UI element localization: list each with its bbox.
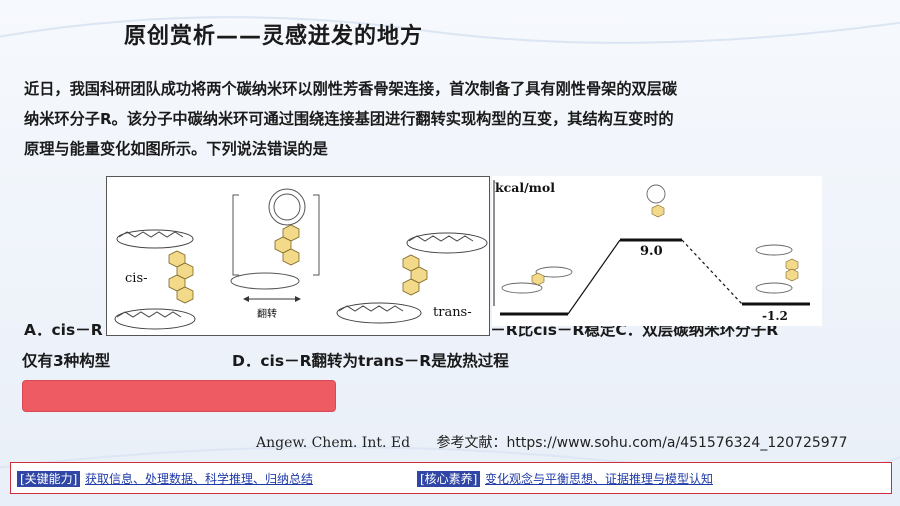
page-title: 原创赏析——灵感迸发的地方 <box>124 24 424 49</box>
core-literacy-tag: [核心素养] <box>417 471 481 487</box>
energy-unit: kcal/mol <box>495 180 555 195</box>
journal-name: Angew. Chem. Int. Ed <box>256 435 411 451</box>
flip-label: 翻转 <box>257 309 277 320</box>
structure-figure: cis- 翻转 trans- <box>106 176 490 336</box>
key-ability-text[interactable]: 获取信息、处理数据、科学推理、归纳总结 <box>85 472 314 486</box>
option-c-continued: 仅有3种构型 <box>22 352 111 370</box>
option-a: A．cis－R <box>24 321 103 339</box>
answer-reveal-box[interactable] <box>22 380 336 412</box>
product-energy-value: -1.2 <box>762 309 788 323</box>
option-d: D．cis－R翻转为trans－R是放热过程 <box>232 352 509 370</box>
key-ability-tag: [关键能力] <box>17 471 81 487</box>
competency-footer: [关键能力] 获取信息、处理数据、科学推理、归纳总结 [核心素养] 变化观念与平… <box>10 462 892 494</box>
trans-label: trans- <box>433 305 472 320</box>
question-line: 纳米环分子R。该分子中碳纳米环可通过围绕连接基团进行翻转实现构型的互变，其结构互… <box>24 110 674 128</box>
ts-energy-value: 9.0 <box>640 244 663 259</box>
up-path <box>567 239 621 315</box>
reference-source: 参考文献：https://www.sohu.com/a/451576324_12… <box>436 435 848 451</box>
cis-label: cis- <box>125 271 148 286</box>
energy-profile <box>493 180 810 316</box>
molecule-structures <box>114 188 488 330</box>
question-stem: 近日，我国科研团队成功将两个碳纳米环以刚性芳香骨架连接，首次制备了具有刚性骨架的… <box>24 74 854 164</box>
core-literacy-text[interactable]: 变化观念与平衡思想、证据推理与模型认知 <box>485 472 714 486</box>
energy-diagram: kcal/mol 9.0 -1.2 <box>492 176 822 326</box>
down-path <box>681 239 743 305</box>
question-line: 近日，我国科研团队成功将两个碳纳米环以刚性芳香骨架连接，首次制备了具有刚性骨架的… <box>24 80 678 98</box>
question-line: 原理与能量变化如图所示。下列说法错误的是 <box>24 140 328 158</box>
reference-line: Angew. Chem. Int. Ed 参考文献：https://www.so… <box>256 432 848 452</box>
